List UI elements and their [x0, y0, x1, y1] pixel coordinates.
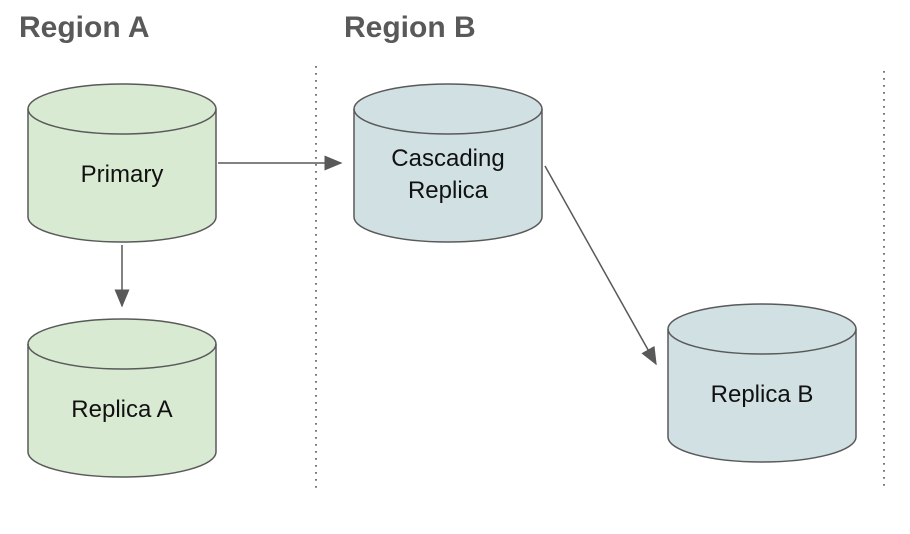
database-cylinder-icon [27, 318, 217, 478]
node-cascading-replica-label: Cascading Replica [391, 145, 505, 204]
database-cylinder-icon [353, 83, 543, 243]
node-cascading-replica: Cascading Replica [353, 83, 543, 243]
region-a-title: Region A [19, 11, 150, 44]
node-primary: Primary [27, 83, 217, 243]
database-cylinder-icon [27, 83, 217, 243]
edge-cascading-replica-to-replica-b [544, 165, 657, 366]
database-cylinder-icon [667, 303, 857, 463]
node-replica-a-label: Replica A [71, 396, 173, 423]
node-replica-b: Replica B [667, 303, 857, 463]
node-replica-a: Replica A [27, 318, 217, 478]
node-primary-label: Primary [80, 161, 164, 188]
region-b-title: Region B [344, 11, 476, 44]
node-replica-b-label: Replica B [710, 381, 814, 408]
